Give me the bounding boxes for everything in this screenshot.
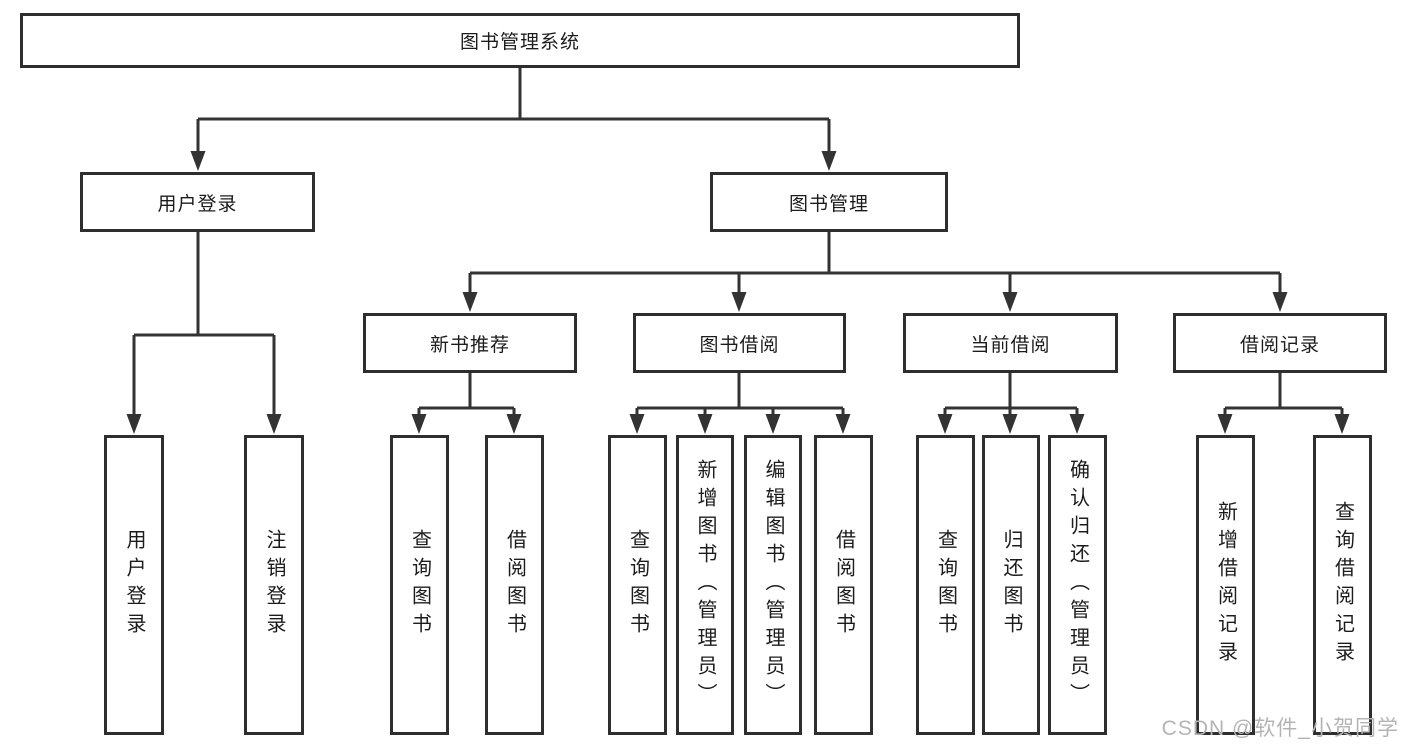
leaf-query-books-1: 查询图书 (390, 435, 449, 735)
leaf-user-login-label: 用户登录 (123, 529, 145, 641)
leaf-query-borrow-record-label: 查询借阅记录 (1331, 501, 1354, 669)
node-book-borrow: 图书借阅 (633, 313, 846, 373)
leaf-borrow-books-1-label: 借阅图书 (503, 529, 526, 641)
leaf-confirm-return-admin: 确认归还（管理员） (1048, 435, 1107, 735)
leaf-query-books-3-label: 查询图书 (934, 529, 957, 641)
leaf-query-books-1-label: 查询图书 (408, 529, 431, 641)
leaf-query-books-3: 查询图书 (916, 435, 975, 735)
leaf-edit-book-admin-label: 编辑图书（管理员） (762, 459, 784, 711)
node-borrow-records: 借阅记录 (1173, 313, 1387, 373)
node-current-borrow: 当前借阅 (903, 313, 1118, 373)
leaf-confirm-return-admin-label: 确认归还（管理员） (1066, 459, 1089, 711)
leaf-add-book-admin-label: 新增图书（管理员） (694, 459, 716, 711)
leaf-add-borrow-record-label: 新增借阅记录 (1214, 501, 1237, 669)
leaf-logout-label: 注销登录 (263, 529, 285, 641)
leaf-return-book: 归还图书 (982, 435, 1040, 735)
leaf-logout: 注销登录 (244, 435, 304, 735)
leaf-add-book-admin: 新增图书（管理员） (676, 435, 734, 735)
leaf-borrow-books-2-label: 借阅图书 (832, 529, 855, 641)
leaf-borrow-books-2: 借阅图书 (814, 435, 873, 735)
leaf-query-books-2-label: 查询图书 (626, 529, 649, 641)
csdn-watermark: CSDN @软件_小贺同学 (1161, 717, 1399, 740)
node-new-book-recommend: 新书推荐 (363, 313, 577, 373)
leaf-edit-book-admin: 编辑图书（管理员） (744, 435, 802, 735)
leaf-borrow-books-1: 借阅图书 (485, 435, 544, 735)
leaf-user-login: 用户登录 (104, 435, 164, 735)
node-root: 图书管理系统 (20, 13, 1020, 68)
node-user-login: 用户登录 (80, 172, 315, 232)
node-book-management: 图书管理 (710, 172, 948, 232)
leaf-return-book-label: 归还图书 (1000, 529, 1022, 641)
leaf-add-borrow-record: 新增借阅记录 (1196, 435, 1255, 735)
leaf-query-borrow-record: 查询借阅记录 (1313, 435, 1372, 735)
leaf-query-books-2: 查询图书 (608, 435, 667, 735)
